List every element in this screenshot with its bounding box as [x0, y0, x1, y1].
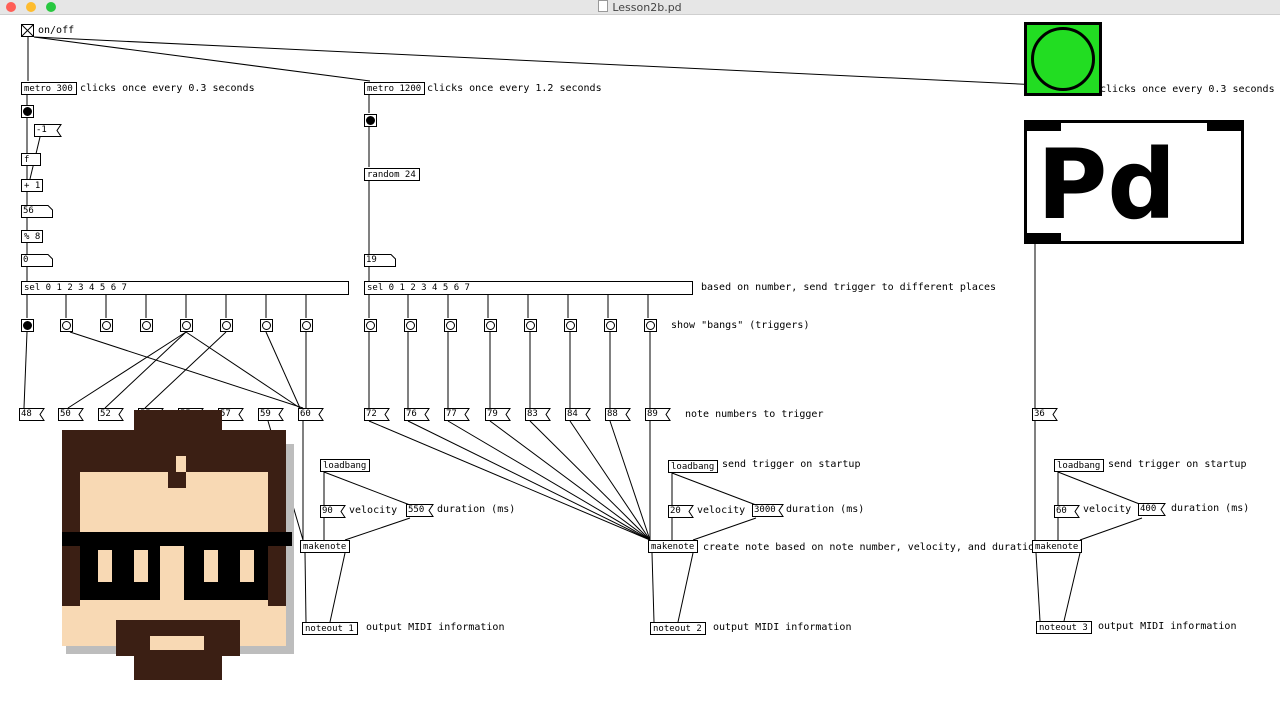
col1-note-6[interactable]: 59 [258, 408, 284, 421]
col1-duration-box[interactable]: 550 [406, 504, 434, 517]
minus-one-message[interactable]: -1 [34, 124, 62, 137]
patch-connections [23, 36, 1143, 623]
modulo-number-box[interactable]: 0 [21, 254, 53, 267]
col1-bang-4[interactable] [180, 319, 193, 332]
col2-bang-2[interactable] [444, 319, 457, 332]
col2-note-4[interactable]: 83 [525, 408, 551, 421]
col2-bang-1[interactable] [404, 319, 417, 332]
plus-one-object[interactable]: + 1 [21, 179, 43, 192]
metro-300-comment: clicks once every 0.3 seconds [80, 83, 255, 94]
col2-velocity-box[interactable]: 20 [668, 505, 694, 518]
col2-velocity-label: velocity [697, 505, 746, 516]
col2-note-6[interactable]: 88 [605, 408, 631, 421]
float-object[interactable]: f [21, 153, 41, 166]
col2-note-5[interactable]: 84 [565, 408, 591, 421]
on-off-toggle[interactable] [21, 24, 34, 37]
sel-comment: based on number, send trigger to differe… [701, 282, 997, 293]
col1-bang-5[interactable] [220, 319, 233, 332]
col2-note-0[interactable]: 72 [364, 408, 390, 421]
col1-bang-2[interactable] [100, 319, 113, 332]
col3-note[interactable]: 36 [1032, 408, 1058, 421]
metro-300-object[interactable]: metro 300 [21, 82, 77, 95]
pd-logo-inlet [1027, 123, 1061, 131]
col2-bang-5[interactable] [564, 319, 577, 332]
col1-loadbang[interactable]: loadbang [320, 459, 370, 472]
col2-noteout-comment: output MIDI information [713, 622, 852, 633]
col2-makenote[interactable]: makenote [648, 540, 698, 553]
col2-bang-7[interactable] [644, 319, 657, 332]
col3-noteout[interactable]: noteout 3 [1036, 621, 1092, 634]
col3-loadbang-comment: send trigger on startup [1108, 459, 1247, 470]
col1-velocity-box[interactable]: 90 [320, 505, 346, 518]
col1-bang-6[interactable] [260, 319, 273, 332]
col2-note-2[interactable]: 77 [444, 408, 470, 421]
modulo-object[interactable]: % 8 [21, 230, 43, 243]
pd-logo-outlet [1027, 233, 1061, 241]
col2-bang-3[interactable] [484, 319, 497, 332]
col2-loadbang[interactable]: loadbang [668, 460, 718, 473]
col1-metro-bang[interactable] [21, 105, 34, 118]
col2-metro-bang[interactable] [364, 114, 377, 127]
col1-bang-3[interactable] [140, 319, 153, 332]
col2-duration-box[interactable]: 3000 [752, 504, 784, 517]
pd-logo-text: Pd [1037, 129, 1177, 241]
pixel-avatar-image [62, 410, 294, 680]
col1-note-2[interactable]: 52 [98, 408, 124, 421]
col2-note-7[interactable]: 89 [645, 408, 671, 421]
col3-velocity-label: velocity [1083, 504, 1132, 515]
col2-loadbang-comment: send trigger on startup [722, 459, 861, 470]
col2-duration-label: duration (ms) [786, 504, 865, 515]
col1-duration-label: duration (ms) [437, 504, 516, 515]
col1-note-7[interactable]: 60 [298, 408, 324, 421]
metro-1200-object[interactable]: metro 1200 [364, 82, 425, 95]
col1-noteout-comment: output MIDI information [366, 622, 505, 633]
col1-bang-1[interactable] [60, 319, 73, 332]
col3-loadbang[interactable]: loadbang [1054, 459, 1104, 472]
col2-note-1[interactable]: 76 [404, 408, 430, 421]
counter-number-box[interactable]: 56 [21, 205, 53, 218]
col3-noteout-comment: output MIDI information [1098, 621, 1237, 632]
col1-note-0[interactable]: 48 [19, 408, 45, 421]
col2-sel-object[interactable]: sel 0 1 2 3 4 5 6 7 [364, 281, 693, 295]
toggle-x-icon [22, 25, 33, 36]
col1-velocity-label: velocity [349, 505, 398, 516]
col1-sel-object[interactable]: sel 0 1 2 3 4 5 6 7 [21, 281, 349, 295]
col3-duration-label: duration (ms) [1171, 503, 1250, 514]
col2-note-3[interactable]: 79 [485, 408, 511, 421]
col1-note-1[interactable]: 50 [58, 408, 84, 421]
metro-1200-comment: clicks once every 1.2 seconds [427, 83, 602, 94]
col3-metro-comment: clicks once every 0.3 seconds [1100, 84, 1275, 95]
zoom-window-button[interactable] [46, 2, 56, 12]
col1-bang-7[interactable] [300, 319, 313, 332]
big-green-bang[interactable] [1024, 22, 1102, 96]
toggle-label: on/off [38, 25, 75, 36]
col1-noteout[interactable]: noteout 1 [302, 622, 358, 635]
window-title-text: Lesson2b.pd [612, 1, 682, 14]
col2-bang-6[interactable] [604, 319, 617, 332]
random-number-box[interactable]: 19 [364, 254, 396, 267]
close-window-button[interactable] [6, 2, 16, 12]
col1-makenote[interactable]: makenote [300, 540, 350, 553]
col2-noteout[interactable]: noteout 2 [650, 622, 706, 635]
notes-comment: note numbers to trigger [685, 409, 824, 420]
col3-velocity-box[interactable]: 60 [1054, 505, 1080, 518]
document-icon [598, 0, 609, 12]
pd-logo: Pd [1024, 120, 1244, 244]
random-24-object[interactable]: random 24 [364, 168, 420, 181]
col3-makenote[interactable]: makenote [1032, 540, 1082, 553]
bangs-comment: show "bangs" (triggers) [671, 320, 810, 331]
patch-canvas[interactable]: on/off metro 300 clicks once every 0.3 s… [0, 15, 1280, 720]
col2-bang-0[interactable] [364, 319, 377, 332]
pd-logo-inlet-right [1207, 123, 1241, 131]
minimize-window-button[interactable] [26, 2, 36, 12]
col2-bang-4[interactable] [524, 319, 537, 332]
col3-duration-box[interactable]: 400 [1138, 503, 1166, 516]
col1-bang-0[interactable] [21, 319, 34, 332]
window-title: Lesson2b.pd [0, 0, 1280, 14]
makenote-comment: create note based on note number, veloci… [703, 542, 1041, 553]
window-titlebar: Lesson2b.pd [0, 0, 1280, 15]
